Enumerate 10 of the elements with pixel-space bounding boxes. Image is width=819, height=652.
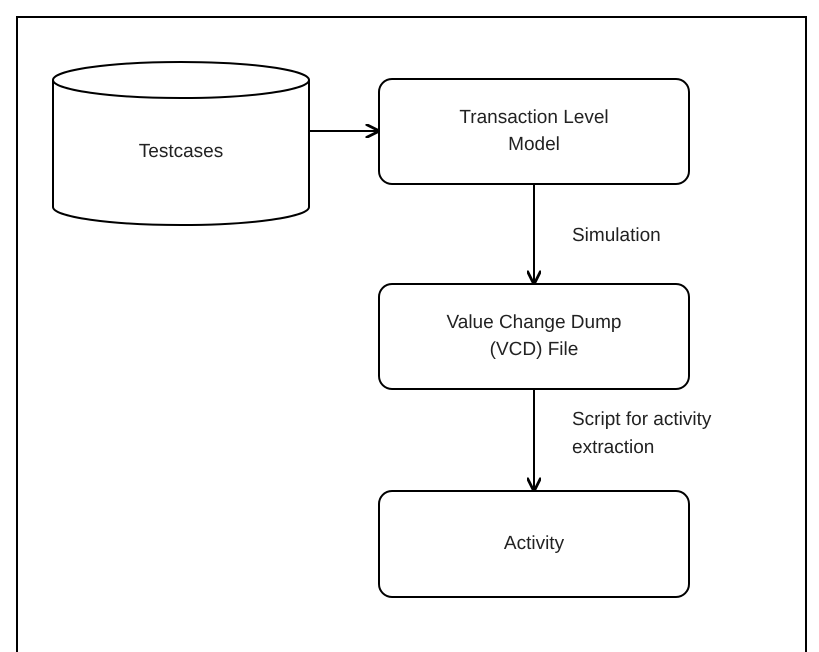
process-box — [378, 490, 690, 598]
process-box — [378, 283, 690, 390]
arrow — [526, 390, 542, 493]
process-box — [378, 78, 690, 185]
node-label: Testcases — [138, 140, 224, 164]
node-label: Transaction Level Model — [458, 106, 610, 156]
node-label: Value Change Dump (VCD) File — [446, 310, 622, 362]
arrow — [526, 185, 542, 286]
database-cylinder — [52, 62, 310, 225]
node-label: Activity — [502, 532, 566, 556]
